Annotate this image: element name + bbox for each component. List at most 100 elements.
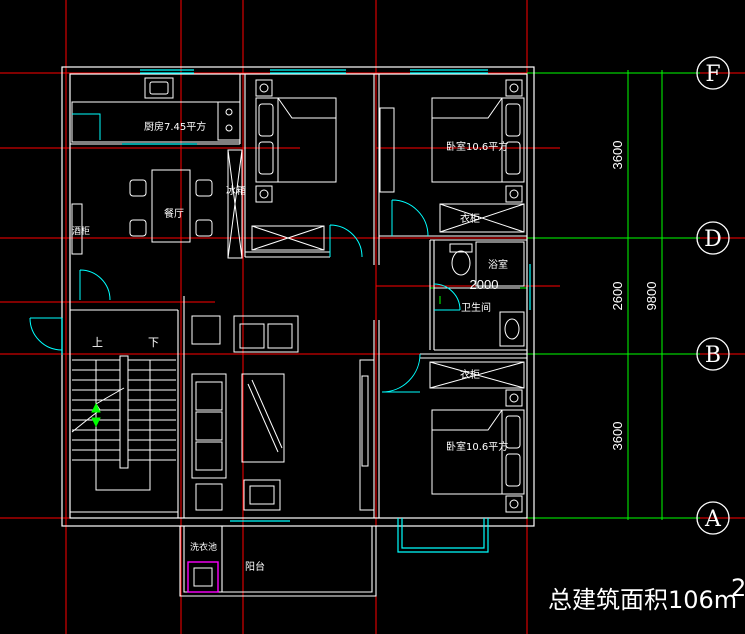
outer-wall-inner [69, 73, 528, 519]
bed2-pillow-2 [505, 141, 521, 175]
staircase [71, 355, 176, 491]
bed1-lamp-1 [259, 83, 269, 93]
dining-set [71, 149, 243, 259]
label-wardrobe-top: 衣柜 [460, 212, 480, 225]
bed3-nightstand-1 [505, 389, 523, 407]
doors [29, 199, 461, 393]
stair-down-arrow [91, 417, 101, 428]
door-bed1 [329, 224, 363, 258]
bed3-lamp-1 [509, 393, 519, 403]
dining-chair-2 [129, 219, 147, 237]
bed1-wardrobe [251, 225, 325, 251]
outer-wall-outer [61, 66, 535, 527]
living-tv-cabinet [359, 359, 375, 511]
toilet-bowl [451, 250, 471, 276]
dim-text-bottom-2: 4070 [265, 632, 294, 634]
axis-bubble-d [696, 221, 730, 255]
label-wine-cabinet: 酒柜 [72, 225, 90, 237]
kitchen-fixtures [71, 77, 241, 143]
bed2-wardrobe [439, 203, 525, 233]
bed2-bed [431, 97, 525, 183]
dining-chair-1 [129, 179, 147, 197]
axis-label-f: F [705, 62, 720, 87]
dim-text-bottom-1: 2500 [110, 632, 139, 634]
bathroom [439, 241, 525, 347]
bed1-headboard [255, 97, 279, 183]
bed3-wardrobe [429, 361, 525, 389]
bedroom-top-right [431, 79, 525, 233]
living-room [191, 315, 375, 511]
fridge-x-2 [227, 149, 243, 259]
total-area-caption: 总建筑面积106m 2 [548, 574, 745, 614]
bed3-wardrobe-x2 [429, 361, 525, 389]
dining-chair-4 [195, 219, 213, 237]
living-sofa-seat-1 [195, 381, 223, 411]
living-sofa-seat-3 [195, 441, 223, 471]
axis-bubble-b [696, 337, 730, 371]
bed2-blanket-fold [432, 97, 503, 119]
label-laundry: 洗衣池 [190, 541, 217, 553]
dim-text-3600-bottom: 3600 [610, 422, 625, 451]
axis-label-a: A [704, 507, 722, 532]
stove-burner-2 [225, 124, 233, 132]
axis-label-d: D [704, 227, 722, 252]
bed1-pillow-1 [258, 103, 274, 137]
kitchen-stove [217, 101, 241, 141]
bay-window-bottom-right [397, 518, 489, 553]
dim-text-bottom-3: 3330 [437, 632, 466, 634]
living-loveseat-seat-2 [267, 323, 293, 349]
wash-basin [499, 311, 525, 347]
label-wardrobe-bottom: 衣柜 [460, 368, 480, 381]
label-fridge: 冰箱 [226, 184, 246, 197]
living-loveseat [233, 315, 299, 353]
bed3-pillow-1 [505, 415, 521, 449]
living-armchair [243, 479, 281, 511]
dim-text-2600: 2600 [610, 282, 625, 311]
label-bedroom-top: 卧室10.6平方 [446, 140, 508, 153]
dining-table [151, 169, 191, 243]
wash-basin-bowl [504, 318, 520, 340]
balcony-fixtures [187, 561, 219, 593]
exterior-walls [61, 66, 535, 527]
kitchen-sink-bowl [149, 81, 169, 95]
bed3-nightstand-2 [505, 495, 523, 513]
label-bathtub: 浴室 [488, 258, 508, 271]
dimension-lines [430, 70, 700, 520]
fridge-cabinet [227, 149, 243, 259]
bed3-blanket-fold [432, 409, 503, 431]
toilet-tank [449, 243, 473, 253]
laundry-basin [187, 561, 219, 593]
living-sofa-seat-2 [195, 411, 223, 441]
kitchen-sink [144, 77, 174, 99]
stove-burner-1 [225, 108, 233, 116]
label-bedroom-bottom: 卧室10.6平方 [446, 440, 508, 453]
label-kitchen: 厨房7.45平方 [144, 120, 206, 133]
total-area-label: 总建筑面积106m [548, 586, 737, 614]
axis-bubble-f [696, 56, 730, 90]
living-sofa [191, 373, 227, 479]
bed1-bed [255, 97, 337, 183]
stair-break-line [71, 387, 125, 433]
door-stair [79, 269, 111, 301]
label-toilet: 卫生间 [461, 301, 491, 314]
axis-bubbles: F D B A [696, 56, 730, 535]
stair-well [119, 355, 129, 469]
bed1-wardrobe-x2 [251, 225, 325, 251]
dim-text-2000: 2000 [470, 277, 499, 292]
dim-text-3600-top: 3600 [610, 141, 625, 170]
dim-text-9800: 9800 [644, 282, 659, 311]
bath-tub-area [475, 241, 525, 287]
dining-chair-3 [195, 179, 213, 197]
bedroom-top-middle [251, 79, 395, 251]
bed2-headboard [501, 97, 525, 183]
living-side-table-bottom [195, 483, 223, 511]
bed3-headboard [501, 409, 525, 495]
bed2-pillow-1 [505, 103, 521, 137]
bed1-desk [379, 107, 395, 193]
living-armchair-seat [249, 485, 275, 505]
bed2-wardrobe-x2 [439, 203, 525, 233]
living-coffee-table [241, 373, 285, 463]
wine-cabinet [71, 203, 83, 255]
